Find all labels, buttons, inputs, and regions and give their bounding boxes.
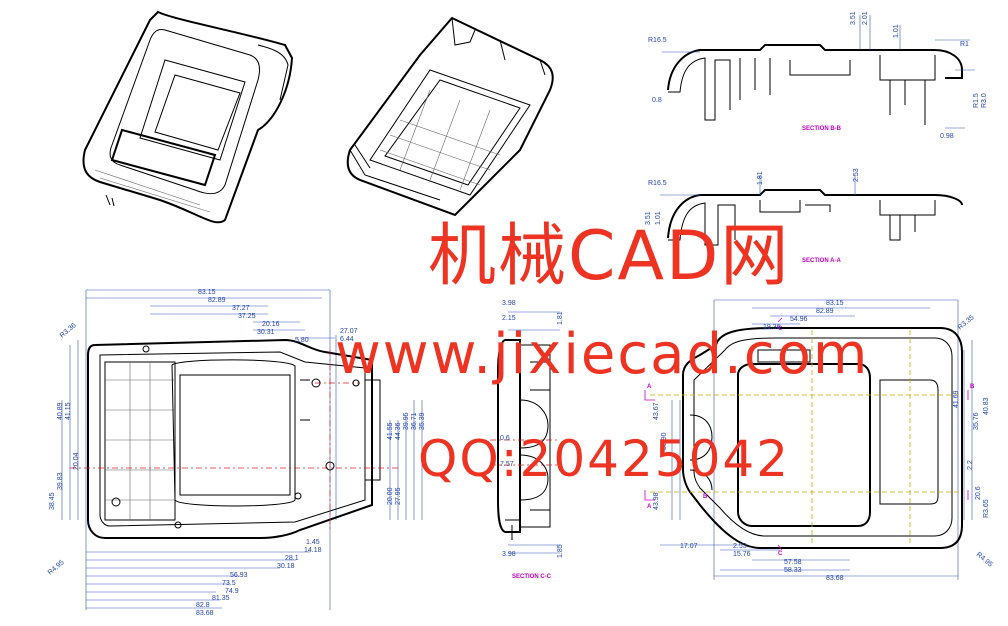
- dim-label: 82.89: [208, 297, 226, 304]
- dim-label: 27.07: [340, 328, 358, 335]
- dim-label: 20.04: [73, 452, 80, 470]
- dim-label: 3.51: [850, 11, 857, 25]
- view-marker: C: [778, 326, 783, 332]
- dim-label: 1.85: [557, 544, 564, 558]
- isometric-cover-view: [82, 10, 294, 224]
- view-marker: A: [647, 384, 652, 390]
- dim-label: 40.83: [983, 397, 990, 415]
- view-marker: B: [970, 384, 975, 390]
- right-plan-view: A A B B C C 83.15 82.89 54.96 19.36 R3.3…: [644, 299, 994, 582]
- watermark-url: www.jixiecad.com: [335, 322, 870, 387]
- dim-label: 37.27: [232, 305, 250, 312]
- dim-label: 7.57: [500, 461, 514, 468]
- view-marker: C: [778, 551, 783, 557]
- dim-label: R3.36: [59, 322, 78, 339]
- dim-label: 54.96: [790, 316, 808, 323]
- dim-label: 27.95: [395, 487, 402, 505]
- watermark-title: 机械CAD网: [428, 217, 791, 296]
- dim-label: 0.6: [500, 435, 510, 442]
- dim-label: 33.90: [661, 432, 668, 450]
- dim-label: R3.0: [981, 93, 988, 108]
- dim-label: 6.44: [340, 336, 354, 343]
- dim-label: 36.71: [411, 412, 418, 430]
- view-marker: A: [647, 504, 652, 510]
- dim-label: 39.83: [57, 472, 64, 490]
- dim-label: 1.01: [655, 211, 662, 225]
- dim-label: R3.65: [983, 499, 990, 518]
- dim-label: 35.76: [973, 412, 980, 430]
- dim-label: 35.39: [419, 412, 426, 430]
- dim-label: R1: [960, 41, 969, 48]
- dim-label: 19.36: [763, 324, 781, 331]
- left-plan-view: 83.15 82.89 37.27 37.25 20.16 30.31 27.0…: [47, 289, 426, 617]
- dim-label: 30.31: [257, 329, 275, 336]
- dim-label: 38.45: [49, 492, 56, 510]
- dim-label: 73.5: [222, 580, 236, 587]
- dim-label: R4.95: [47, 559, 66, 576]
- dim-label: 2.01: [862, 11, 869, 25]
- dim-label: 2.53: [733, 543, 747, 550]
- dim-label: 40.89: [57, 402, 64, 420]
- dim-label: 20.00: [387, 487, 394, 505]
- dim-label: 14.18: [304, 547, 322, 554]
- dim-label: 43.67: [653, 402, 660, 420]
- dim-label: 44.36: [395, 422, 402, 440]
- dim-label: 1.01: [893, 24, 900, 38]
- dim-label: 2.53: [853, 168, 860, 182]
- dim-label: 56.93: [230, 572, 248, 579]
- dim-label: 81.35: [212, 595, 230, 602]
- dim-label: R1.5: [973, 93, 980, 108]
- dim-label: 74.9: [225, 588, 239, 595]
- dim-label: 82.8: [196, 602, 210, 609]
- dim-label: 0.98: [940, 133, 954, 140]
- isometric-tray-view: [346, 16, 554, 217]
- dim-label: 83.15: [198, 289, 216, 296]
- view-marker: B: [703, 494, 708, 500]
- dim-label: 2.15: [502, 315, 516, 322]
- dim-label: 1.81: [757, 171, 764, 185]
- dim-label: 83.68: [196, 610, 214, 617]
- dim-label: 20.6: [975, 486, 982, 500]
- section-label: SECTION A-A: [802, 258, 841, 264]
- dim-label: 20.16: [262, 321, 280, 328]
- dim-label: 30.18: [277, 563, 295, 570]
- dim-label: R3.35: [957, 314, 976, 331]
- section-bb-view: R16.5 3.51 2.01 1.01 R1 0.8 0.98 R1.5 R3…: [648, 11, 988, 140]
- section-label: SECTION B-B: [802, 126, 842, 132]
- dim-label: 3.98: [502, 551, 516, 558]
- section-label: SECTION C-C: [512, 574, 552, 580]
- watermark-qq: QQ:20425042: [418, 430, 791, 488]
- dim-label: R4.95: [975, 551, 994, 568]
- dim-label: 5.80: [295, 337, 309, 344]
- dim-label: 28.1: [285, 555, 299, 562]
- dim-label: 57.58: [784, 559, 802, 566]
- section-aa-view: R16.5 1.81 2.53 3.51 1.01 SECTION A-A: [645, 168, 963, 264]
- dim-label: 39.95: [403, 412, 410, 430]
- dim-label: 58.33: [784, 567, 802, 574]
- dim-label: 37.25: [238, 313, 256, 320]
- dim-label: 43.98: [653, 492, 660, 510]
- dim-label: 83.68: [826, 575, 844, 582]
- dim-label: 83.15: [826, 300, 844, 307]
- dim-label: R16.5: [648, 180, 667, 187]
- dim-label: 3.98: [502, 300, 516, 307]
- dim-label: 3.51: [645, 211, 652, 225]
- dim-label: 41.15: [65, 402, 72, 420]
- dim-label: 1.45: [306, 539, 320, 546]
- dim-label: 41.69: [953, 390, 960, 408]
- dim-label: 82.89: [816, 308, 834, 315]
- dim-label: 17.07: [680, 543, 698, 550]
- section-cc-view: 3.98 2.15 1.81 0.6 7.57 3.98 1.85 SECTIO…: [490, 300, 564, 580]
- dim-label: R16.5: [648, 37, 667, 44]
- dim-label: 15.76: [733, 551, 751, 558]
- dim-label: 2.2: [967, 460, 974, 470]
- dim-label: 1.81: [557, 311, 564, 325]
- dim-label: 41.55: [387, 422, 394, 440]
- dim-label: 0.8: [652, 97, 662, 104]
